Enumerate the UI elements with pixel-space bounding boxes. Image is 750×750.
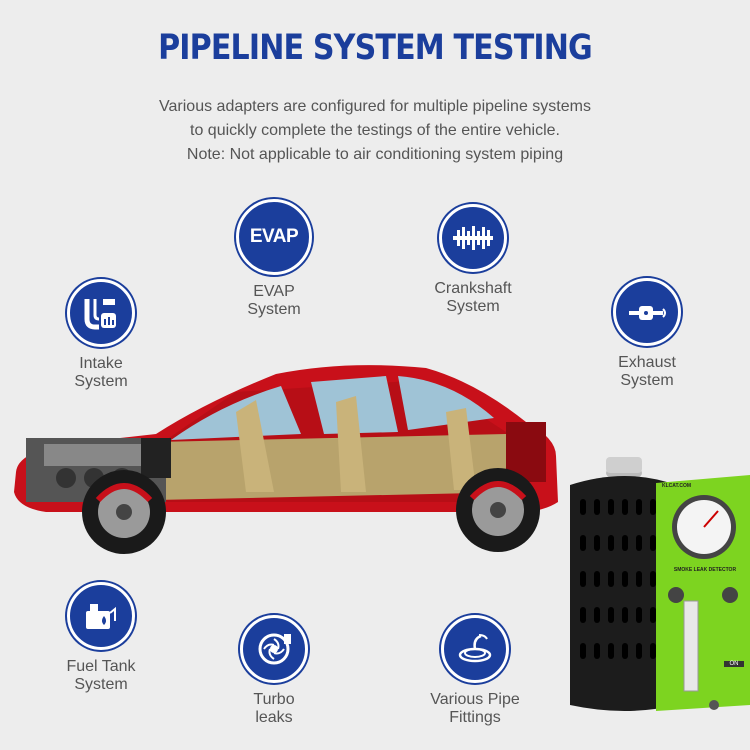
feature-evap-label: EVAP bbox=[253, 283, 295, 300]
intake-pipe-icon bbox=[67, 279, 135, 347]
feature-crankshaft: Crankshaft System bbox=[393, 204, 553, 316]
feature-pipe-fittings-sublabel: Fittings bbox=[449, 709, 501, 726]
feature-pipe-fittings-label: Various Pipe bbox=[430, 691, 520, 708]
feature-fuel-tank: Fuel Tank System bbox=[21, 582, 181, 694]
feature-pipe-fittings: Various Pipe Fittings bbox=[395, 615, 555, 727]
description-line-3: Note: Not applicable to air conditioning… bbox=[186, 146, 564, 163]
device-panel-label: SMOKE LEAK DETECTOR bbox=[673, 567, 737, 573]
feature-fuel-tank-sublabel: System bbox=[74, 676, 128, 693]
feature-evap: EVAP EVAP System bbox=[194, 199, 354, 319]
device-brand-label: KLCAT.COM bbox=[662, 483, 692, 489]
feature-turbo-sublabel: leaks bbox=[255, 709, 293, 726]
pipe-fittings-icon bbox=[441, 615, 509, 683]
feature-intake: Intake System bbox=[21, 279, 181, 391]
feature-exhaust-sublabel: System bbox=[620, 372, 674, 389]
feature-crankshaft-sublabel: System bbox=[446, 298, 500, 315]
crankshaft-icon bbox=[439, 204, 507, 272]
feature-intake-label: Intake bbox=[79, 355, 123, 372]
feature-turbo: Turbo leaks bbox=[194, 615, 354, 727]
feature-fuel-tank-label: Fuel Tank bbox=[66, 658, 136, 675]
feature-exhaust: Exhaust System bbox=[567, 278, 727, 390]
feature-exhaust-label: Exhaust bbox=[618, 354, 676, 371]
feature-evap-sublabel: System bbox=[247, 301, 301, 318]
exhaust-pipe-icon bbox=[613, 278, 681, 346]
feature-intake-sublabel: System bbox=[74, 373, 128, 390]
description-line-1: Various adapters are configured for mult… bbox=[159, 98, 591, 115]
smoke-leak-detector-device: KLCAT.COM SMOKE LEAK DETECTOR ON bbox=[566, 455, 750, 717]
page-title: PIPELINE SYSTEM TESTING bbox=[158, 28, 593, 68]
description-line-2: to quickly complete the testings of the … bbox=[190, 122, 560, 139]
evap-icon: EVAP bbox=[236, 199, 312, 275]
device-on-label: ON bbox=[724, 661, 744, 667]
feature-crankshaft-label: Crankshaft bbox=[434, 280, 512, 297]
feature-turbo-label: Turbo bbox=[253, 691, 295, 708]
evap-icon-text: EVAP bbox=[249, 226, 299, 247]
turbo-icon bbox=[240, 615, 308, 683]
fuel-tank-icon bbox=[67, 582, 135, 650]
car-cutaway-illustration bbox=[14, 365, 558, 554]
